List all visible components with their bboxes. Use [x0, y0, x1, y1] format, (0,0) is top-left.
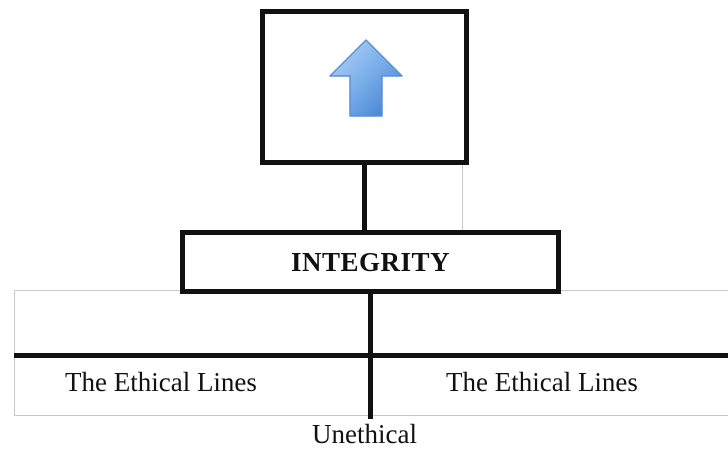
guide-vertical-line	[462, 165, 463, 231]
integrity-label: INTEGRITY	[290, 246, 451, 277]
up-arrow-icon	[328, 38, 404, 118]
ethical-lines-label-right: The Ethical Lines	[446, 367, 638, 397]
upper-connector	[362, 163, 367, 233]
unethical-label: Unethical	[312, 419, 417, 449]
integrity-box: INTEGRITY	[180, 230, 561, 294]
ethical-line	[14, 353, 728, 358]
ethical-lines-label-left: The Ethical Lines	[65, 367, 257, 397]
